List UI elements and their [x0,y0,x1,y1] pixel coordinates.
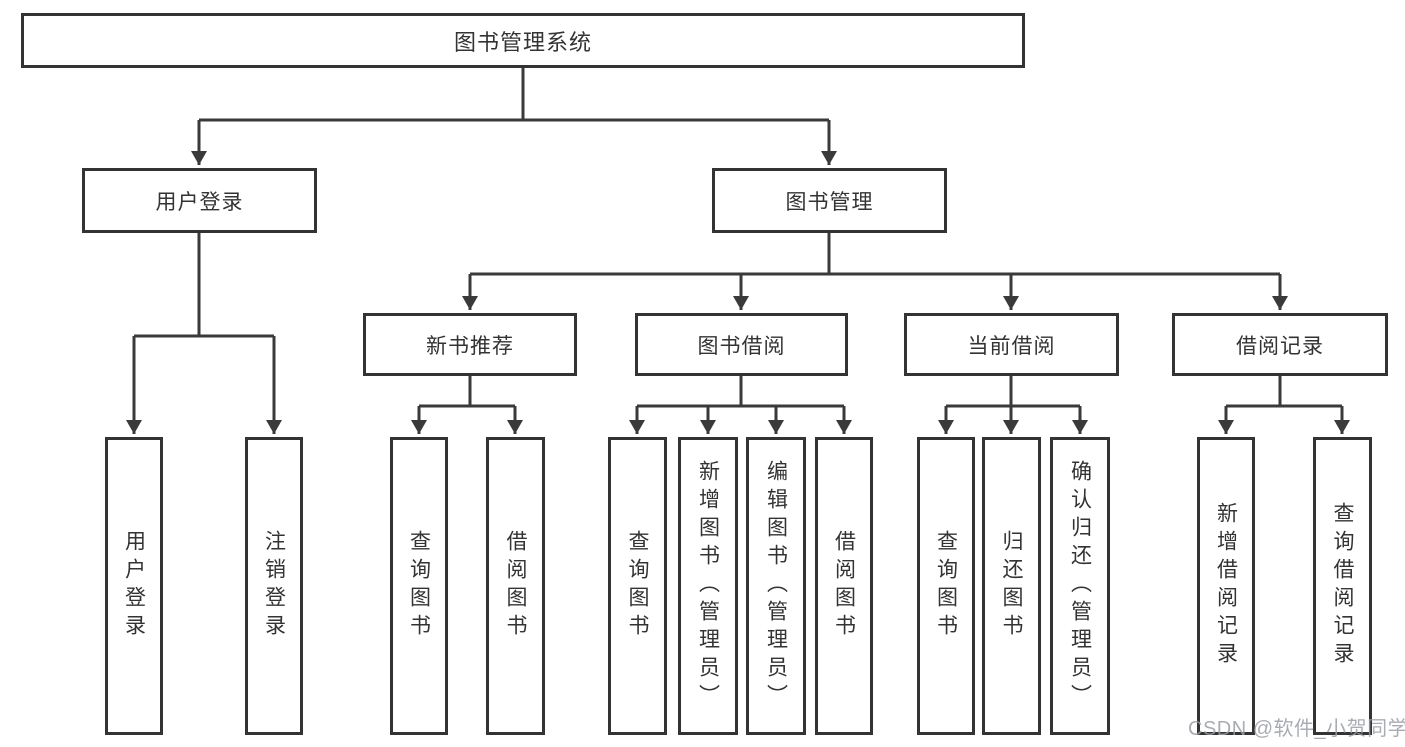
node-current-borrow: 当前借阅 [904,313,1119,376]
leaf-nbr-borrow-books: 借阅图书 [486,437,545,735]
leaf-bb-borrow-books: 借阅图书 [815,437,873,735]
node-book-borrow: 图书借阅 [635,313,848,376]
node-current-borrow-label: 当前借阅 [967,334,1056,358]
node-root: 图书管理系统 [21,13,1025,68]
leaf-br-add-record: 新增借阅记录 [1197,437,1255,735]
node-new-book-recommend-label: 新书推荐 [426,334,514,358]
leaf-user-login-label: 用户登录 [122,530,146,642]
node-user-login: 用户登录 [82,168,317,233]
node-new-book-recommend: 新书推荐 [363,313,577,376]
csdn-watermark: CSDN @软件_小贺同学 [1188,718,1405,740]
node-borrow-records-label: 借阅记录 [1236,334,1324,358]
leaf-br-add-record-label: 新增借阅记录 [1214,502,1238,670]
leaf-br-query-record-label: 查询借阅记录 [1331,502,1354,670]
leaf-nbr-query-books-label: 查询图书 [407,530,431,642]
leaf-bb-borrow-books-label: 借阅图书 [832,530,856,642]
leaf-cb-confirm-return-admin: 确认归还（管理员） [1050,437,1110,735]
leaf-cb-query-books-label: 查询图书 [934,530,958,642]
node-borrow-records: 借阅记录 [1172,313,1388,376]
leaf-nbr-query-books: 查询图书 [390,437,448,735]
node-user-login-label: 用户登录 [155,190,244,214]
leaf-nbr-borrow-books-label: 借阅图书 [504,530,527,642]
leaf-cb-return-books-label: 归还图书 [1000,530,1023,642]
leaf-bb-edit-books-admin: 编辑图书（管理员） [746,437,806,735]
leaf-cb-query-books: 查询图书 [917,437,975,735]
node-book-management: 图书管理 [712,168,947,233]
leaf-bb-add-books-admin: 新增图书（管理员） [678,437,738,735]
leaf-cb-return-books: 归还图书 [982,437,1041,735]
leaf-bb-query-books: 查询图书 [608,437,667,735]
leaf-bb-edit-books-admin-label: 编辑图书（管理员） [764,460,788,712]
node-book-management-label: 图书管理 [785,190,874,214]
node-book-borrow-label: 图书借阅 [697,334,786,358]
leaf-logout: 注销登录 [245,437,303,735]
leaf-bb-add-books-admin-label: 新增图书（管理员） [696,460,720,712]
leaf-cb-confirm-return-admin-label: 确认归还（管理员） [1068,460,1092,712]
leaf-logout-label: 注销登录 [262,530,286,642]
leaf-bb-query-books-label: 查询图书 [626,530,649,642]
leaf-br-query-record: 查询借阅记录 [1313,437,1372,735]
leaf-user-login: 用户登录 [105,437,163,735]
node-root-label: 图书管理系统 [453,29,592,55]
